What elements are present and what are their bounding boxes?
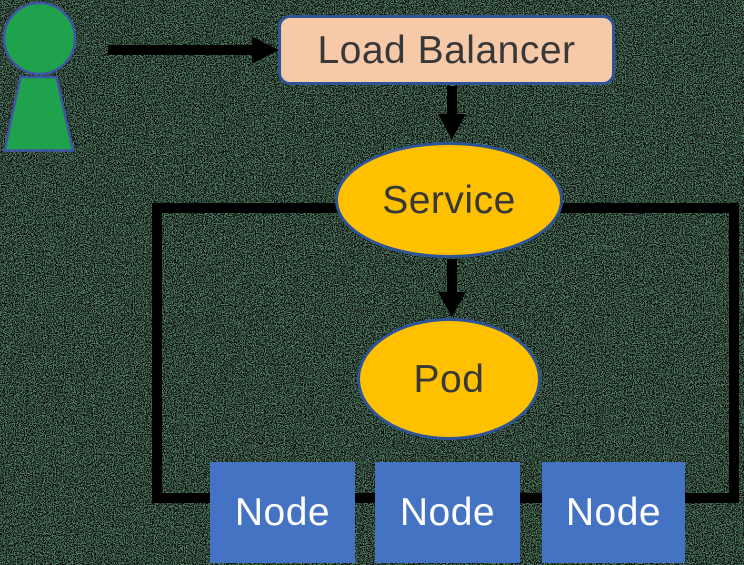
service-ellipse: Service	[335, 142, 563, 258]
node-box-2: Node	[375, 462, 520, 563]
node-1-label: Node	[234, 491, 331, 534]
pod-ellipse: Pod	[357, 318, 541, 440]
node-2-label: Node	[399, 491, 496, 534]
node-box-3: Node	[542, 462, 685, 563]
node-box-1: Node	[210, 462, 355, 563]
load-balancer-label: Load Balancer	[317, 28, 576, 72]
pod-label: Pod	[413, 357, 485, 401]
load-balancer-box: Load Balancer	[278, 15, 615, 85]
node-3-label: Node	[565, 491, 662, 534]
service-label: Service	[382, 178, 516, 222]
